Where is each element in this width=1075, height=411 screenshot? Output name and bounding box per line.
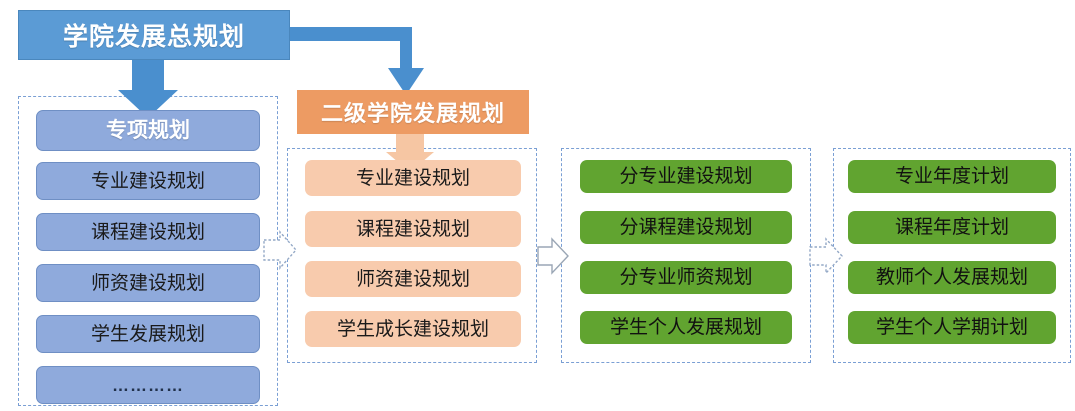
list-item[interactable]: 专业建设规划 <box>36 162 260 200</box>
arrow-col1-to-col2 <box>263 230 297 270</box>
list-item[interactable]: 课程建设规划 <box>36 213 260 251</box>
root-title-box[interactable]: 学院发展总规划 <box>18 10 290 60</box>
list-item[interactable]: 学生个人发展规划 <box>580 311 792 344</box>
arrow-col3-to-col4 <box>809 237 843 275</box>
list-item-ellipsis[interactable]: ………… <box>36 366 260 404</box>
list-item[interactable]: 学生成长建设规划 <box>305 311 521 347</box>
arrow-col2-to-col3 <box>537 237 569 275</box>
list-item[interactable]: 学生个人学期计划 <box>848 311 1056 344</box>
list-item[interactable]: 专业建设规划 <box>305 160 521 196</box>
list-item[interactable]: 课程年度计划 <box>848 211 1056 244</box>
column-secondary-college-header[interactable]: 二级学院发展规划 <box>297 90 529 134</box>
column-special-plans-header[interactable]: 专项规划 <box>36 110 260 151</box>
list-item[interactable]: 课程建设规划 <box>305 211 521 247</box>
list-item[interactable]: 分专业师资规划 <box>580 261 792 294</box>
root-to-secondary-elbow-arrow <box>290 27 424 95</box>
list-item[interactable]: 分专业建设规划 <box>580 160 792 193</box>
list-item[interactable]: 专业年度计划 <box>848 160 1056 193</box>
list-item[interactable]: 师资建设规划 <box>305 261 521 297</box>
list-item[interactable]: 学生发展规划 <box>36 315 260 353</box>
list-item[interactable]: 教师个人发展规划 <box>848 261 1056 294</box>
secondary-header-down-arrow <box>386 134 434 172</box>
list-item[interactable]: 分课程建设规划 <box>580 211 792 244</box>
root-to-special-down-arrow <box>118 60 178 118</box>
list-item[interactable]: 师资建设规划 <box>36 264 260 302</box>
